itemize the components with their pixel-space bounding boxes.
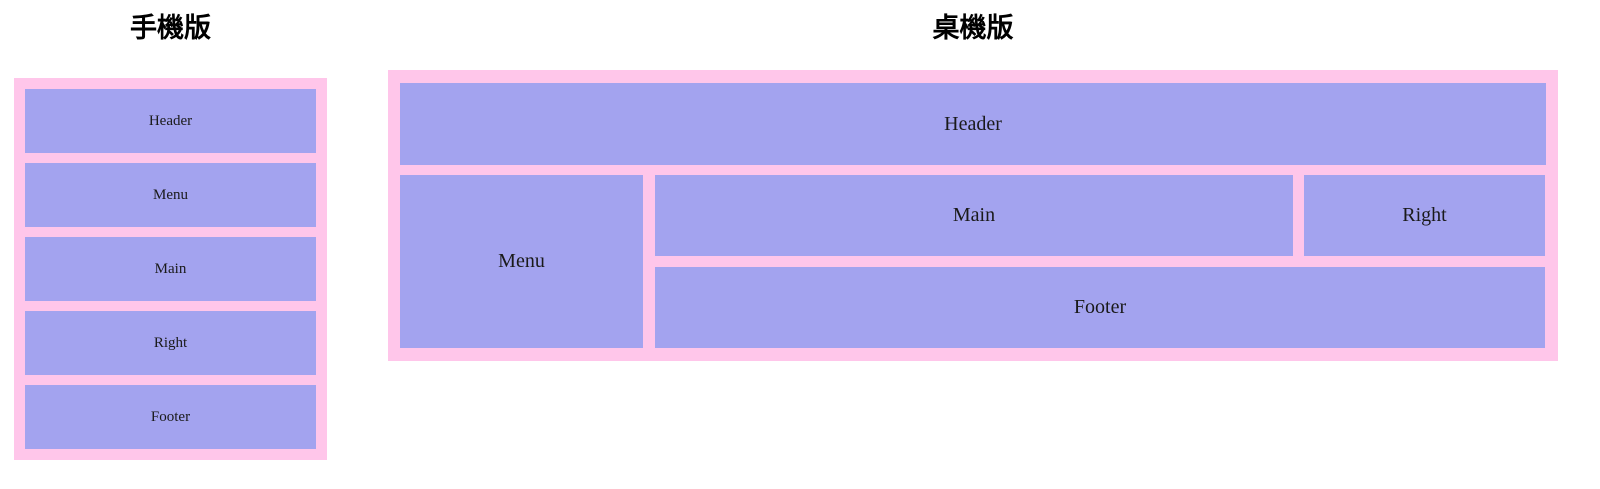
desktop-block-right-label: Right <box>1402 204 1447 226</box>
desktop-block-menu: Menu <box>400 175 643 348</box>
mobile-block-menu: Menu <box>25 163 316 227</box>
desktop-block-main: Main <box>655 175 1293 256</box>
mobile-block-header-label: Header <box>148 112 193 129</box>
mobile-block-footer: Footer <box>25 385 316 449</box>
mobile-section-title: 手機版 <box>130 13 211 43</box>
desktop-block-right: Right <box>1304 175 1545 256</box>
desktop-layout-wireframe: Header Menu Main Right Footer <box>388 70 1558 361</box>
mobile-block-right: Right <box>25 311 316 375</box>
mobile-block-main: Main <box>25 237 316 301</box>
mobile-block-menu-label: Menu <box>153 186 188 203</box>
desktop-block-footer: Footer <box>655 267 1545 348</box>
desktop-block-main-label: Main <box>952 204 996 226</box>
mobile-block-main-label: Main <box>154 260 187 277</box>
mobile-block-footer-label: Footer <box>150 408 191 425</box>
mobile-block-right-label: Right <box>153 334 188 351</box>
mobile-layout-wireframe: Header Menu Main Right Footer <box>14 78 327 460</box>
desktop-block-header-label: Header <box>944 112 1002 135</box>
desktop-block-menu-label: Menu <box>498 250 545 272</box>
desktop-block-footer-label: Footer <box>1073 296 1127 318</box>
desktop-section-title: 桌機版 <box>932 13 1014 43</box>
desktop-block-header: Header <box>400 83 1546 165</box>
mobile-block-header: Header <box>25 89 316 153</box>
